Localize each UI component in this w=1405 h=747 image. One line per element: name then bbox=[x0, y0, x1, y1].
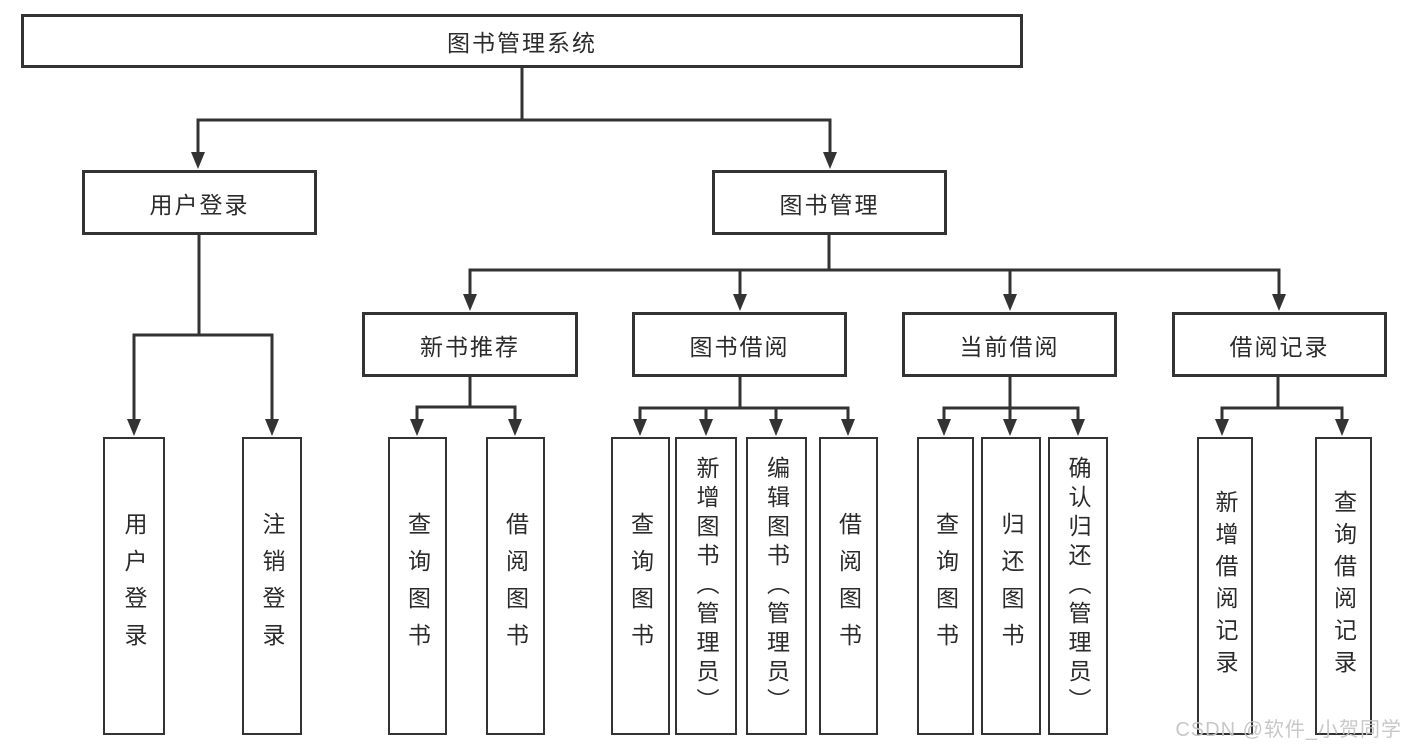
leaf-query-books-borrowing: 查询图书 bbox=[611, 437, 670, 735]
node-label: 确认归还（管理员） bbox=[1065, 455, 1091, 717]
node-book-borrowing: 图书借阅 bbox=[632, 312, 847, 377]
connector-book-borrow-to-leaves bbox=[633, 376, 855, 436]
node-label: 查询借阅记录 bbox=[1330, 490, 1357, 682]
node-label: 图书管理系统 bbox=[447, 30, 597, 56]
leaf-confirm-return-admin: 确认归还（管理员） bbox=[1048, 437, 1108, 735]
leaf-user-login: 用户登录 bbox=[103, 437, 165, 735]
leaf-return-books: 归还图书 bbox=[981, 437, 1041, 735]
node-label: 查询图书 bbox=[627, 512, 654, 660]
leaf-query-borrow-record: 查询借阅记录 bbox=[1315, 437, 1372, 735]
node-label: 查询图书 bbox=[932, 512, 959, 660]
connector-current-borrow-to-leaves bbox=[937, 377, 1085, 436]
node-label: 用户登录 bbox=[121, 512, 147, 660]
node-label: 新增借阅记录 bbox=[1212, 490, 1238, 682]
node-current-borrowing: 当前借阅 bbox=[902, 312, 1117, 377]
leaf-add-borrow-record: 新增借阅记录 bbox=[1197, 437, 1253, 735]
leaf-borrow-books-recommend: 借阅图书 bbox=[486, 437, 545, 735]
connector-user-login-to-leaves bbox=[127, 235, 279, 436]
leaf-logout: 注销登录 bbox=[242, 437, 302, 735]
connector-root-to-level2 bbox=[191, 68, 837, 169]
leaf-add-books-admin: 新增图书（管理员） bbox=[675, 437, 737, 735]
node-label: 当前借阅 bbox=[959, 333, 1060, 360]
node-label: 借阅图书 bbox=[502, 512, 529, 660]
connector-book-mgmt-to-level3 bbox=[463, 235, 1286, 311]
node-label: 注销登录 bbox=[259, 512, 285, 660]
connector-borrow-record-to-leaves bbox=[1215, 377, 1349, 436]
node-new-book-recommendation: 新书推荐 bbox=[362, 312, 578, 377]
node-user-login: 用户登录 bbox=[82, 170, 317, 235]
node-label: 图书管理 bbox=[779, 191, 880, 218]
node-library-management-system: 图书管理系统 bbox=[21, 14, 1023, 68]
node-label: 借阅图书 bbox=[835, 512, 862, 660]
leaf-query-books-current: 查询图书 bbox=[917, 437, 974, 735]
node-label: 新增图书（管理员） bbox=[693, 455, 719, 717]
node-label: 图书借阅 bbox=[689, 333, 790, 360]
node-book-management: 图书管理 bbox=[712, 170, 947, 235]
connector-new-book-rec-to-leaves bbox=[410, 377, 522, 436]
node-label: 编辑图书（管理员） bbox=[763, 455, 790, 717]
leaf-edit-books-admin: 编辑图书（管理员） bbox=[746, 437, 807, 735]
node-label: 新书推荐 bbox=[420, 333, 520, 360]
csdn-watermark: CSDN @软件_小贺同学 bbox=[1175, 719, 1402, 741]
leaf-query-books-recommend: 查询图书 bbox=[388, 437, 447, 735]
node-label: 用户登录 bbox=[149, 191, 250, 218]
leaf-borrow-books: 借阅图书 bbox=[819, 437, 878, 735]
node-label: 归还图书 bbox=[998, 512, 1024, 660]
node-borrowing-records: 借阅记录 bbox=[1172, 312, 1387, 377]
node-label: 借阅记录 bbox=[1229, 333, 1330, 360]
node-label: 查询图书 bbox=[404, 512, 431, 660]
